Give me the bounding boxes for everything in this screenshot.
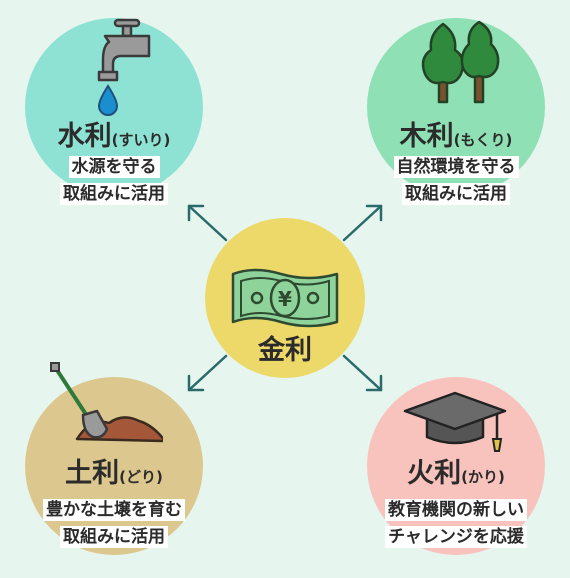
wood-node: 木利(もくり) 自然環境を守る取組みに活用: [367, 18, 545, 205]
water-title: 水利(すいり): [57, 121, 171, 152]
money-node: ¥ 金利: [205, 218, 365, 378]
arrow-to-earth-icon: [187, 354, 228, 392]
arrow-to-water-icon: [187, 204, 228, 242]
faucet-icon: [97, 18, 151, 116]
svg-text:¥: ¥: [278, 287, 292, 311]
fire-node: 火利(かり) 教育機関の新しいチャレンジを応援: [367, 377, 545, 555]
arrow-to-wood-icon: [342, 204, 383, 242]
wood-title: 木利(もくり): [399, 121, 513, 152]
earth-description: 豊かな土壌を育む取組みに活用: [25, 497, 203, 551]
earth-title: 土利(どり): [65, 458, 163, 489]
fire-title: 火利(かり): [407, 458, 505, 489]
arrow-to-fire-icon: [342, 354, 383, 392]
wood-description: 自然環境を守る取組みに活用: [367, 154, 545, 208]
shovel-icon: [50, 362, 163, 443]
water-node: 水利(すいり) 水源を守る取組みに活用: [25, 18, 203, 205]
graduation-cap-icon: [403, 391, 507, 452]
fire-description: 教育機関の新しいチャレンジを応援: [367, 497, 545, 551]
earth-node: 土利(どり) 豊かな土壌を育む取組みに活用: [25, 362, 203, 555]
water-drop-icon: [97, 84, 119, 116]
banknote-icon: ¥: [231, 268, 339, 328]
money-title: 金利: [258, 335, 312, 366]
water-description: 水源を守る取組みに活用: [25, 154, 203, 208]
trees-icon: [421, 20, 500, 104]
